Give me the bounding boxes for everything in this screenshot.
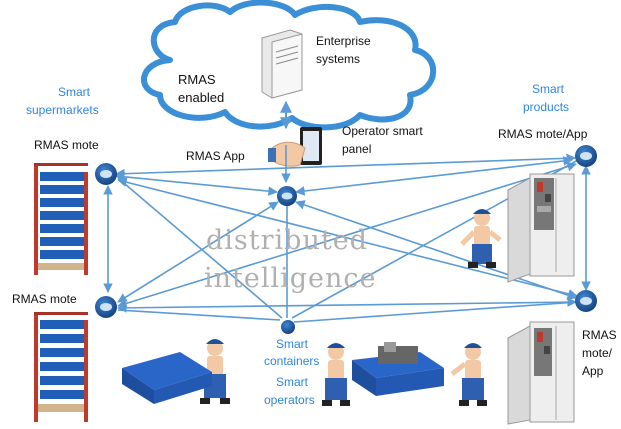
node-bottom-center[interactable] (281, 320, 295, 334)
node-center[interactable] (277, 186, 297, 206)
storage-rack-top-icon (34, 163, 88, 275)
rmas-mote-bottom-label: RMAS mote (12, 292, 77, 306)
smart-operators-label-2: operators (264, 393, 315, 407)
smart-supermarkets-label-2: supermarkets (26, 103, 99, 117)
rmas-app-label: RMAS App (186, 149, 245, 163)
electrical-cabinet-top-icon (507, 173, 575, 283)
rmas-mote-app-bottom-label-2: mote/ (582, 346, 613, 360)
smart-containers-label-1: Smart (276, 337, 309, 351)
operator-panel-icon (268, 127, 322, 167)
mesh-links (103, 145, 591, 323)
smart-operators-label-1: Smart (276, 375, 309, 389)
storage-rack-bottom-icon (34, 312, 88, 422)
enterprise-label-2: systems (316, 52, 361, 66)
enterprise-label-1: Enterprise (316, 34, 371, 48)
rmas-mote-app-bottom-label-1: RMAS (582, 328, 617, 342)
distributed-label: distributed (206, 225, 368, 256)
worker-bottom-right-icon (450, 343, 487, 406)
container-right-icon (352, 342, 444, 396)
operator-panel-label-2: panel (342, 142, 372, 156)
worker-container-mid-icon (322, 343, 350, 406)
rmas-enabled-label-2: enabled (178, 90, 225, 105)
server-icon (261, 29, 303, 99)
smart-products-label-2: products (523, 100, 570, 114)
smart-supermarkets-label-1: Smart (58, 85, 91, 99)
rmas-enabled-label-1: RMAS (178, 72, 216, 87)
container-left-icon (122, 352, 212, 404)
node-bottom-right[interactable] (575, 290, 597, 312)
smart-products-label-1: Smart (532, 82, 565, 96)
operator-panel-label-1: Operator smart (342, 124, 423, 138)
smart-containers-label-2: containers (264, 354, 320, 368)
rmas-mote-top-label: RMAS mote (34, 138, 99, 152)
rmas-mote-app-bottom-label-3: App (582, 364, 604, 378)
rmas-mote-app-top-label: RMAS mote/App (498, 127, 588, 141)
node-top-left[interactable] (95, 163, 117, 185)
intelligence-label: intelligence (204, 263, 377, 294)
electrical-cabinet-bottom-icon (507, 321, 575, 425)
node-bottom-left[interactable] (95, 296, 117, 318)
node-top-right[interactable] (575, 145, 597, 167)
worker-right-icon (460, 209, 502, 268)
